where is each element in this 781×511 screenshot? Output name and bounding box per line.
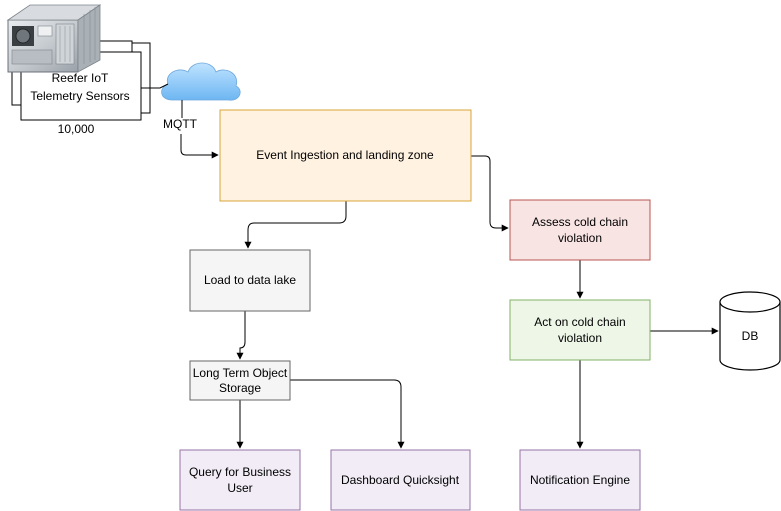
node-notification[interactable]: Notification Engine [519,449,641,511]
query-box[interactable] [179,449,301,511]
mqtt-label: MQTT [163,117,198,131]
query-label-line1: Query for Business [189,465,291,479]
object-storage-label-line2: Storage [219,381,261,395]
query-label-line2: User [227,481,252,495]
edge-sensors-to-cloud [141,83,169,89]
ingestion-box[interactable] [219,109,472,202]
node-dashboard[interactable]: Dashboard Quicksight [330,449,471,511]
node-assess[interactable]: Assess cold chain violation [509,199,651,261]
assess-box[interactable] [509,199,651,261]
cloud-icon [161,62,241,101]
edge-mqtt-to-ingestion [180,134,219,159]
act-label-line1: Act on cold chain [534,315,625,329]
db-cylinder-body[interactable] [719,302,781,371]
act-box[interactable] [509,299,651,361]
object-storage-box[interactable] [189,360,291,401]
node-query[interactable]: Query for Business User [179,449,301,511]
notification-label: Notification Engine [530,473,630,487]
db-label: DB [742,329,759,343]
notification-box[interactable] [519,449,641,511]
data-lake-box[interactable] [189,249,311,312]
node-object-storage[interactable]: Long Term Object Storage [189,360,291,401]
sensors-label-line2: Telemetry Sensors [30,89,129,103]
edge-ingestion-to-data-lake [244,201,347,249]
object-storage-label-line1: Long Term Object [193,366,288,380]
dashboard-box[interactable] [330,449,471,511]
edge-ingestion-to-assess [471,155,509,232]
node-act[interactable]: Act on cold chain violation [509,299,651,361]
edge-data-lake-to-storage [236,311,246,360]
reefer-container-image [6,4,102,73]
sensors-label-line1: Reefer IoT [52,71,109,85]
sensors-count: 10,000 [58,122,95,136]
act-label-line2: violation [558,331,602,345]
db-cylinder-top [719,291,781,313]
dashboard-label: Dashboard Quicksight [341,473,460,487]
node-data-lake[interactable]: Load to data lake [189,249,311,312]
assess-label-line1: Assess cold chain [532,215,628,229]
assess-label-line2: violation [558,231,602,245]
node-ingestion[interactable]: Event Ingestion and landing zone [219,109,472,202]
data-lake-label: Load to data lake [204,273,296,287]
edge-storage-to-dashboard [290,379,405,449]
ingestion-label: Event Ingestion and landing zone [256,148,434,162]
node-db[interactable]: DB [719,291,781,371]
